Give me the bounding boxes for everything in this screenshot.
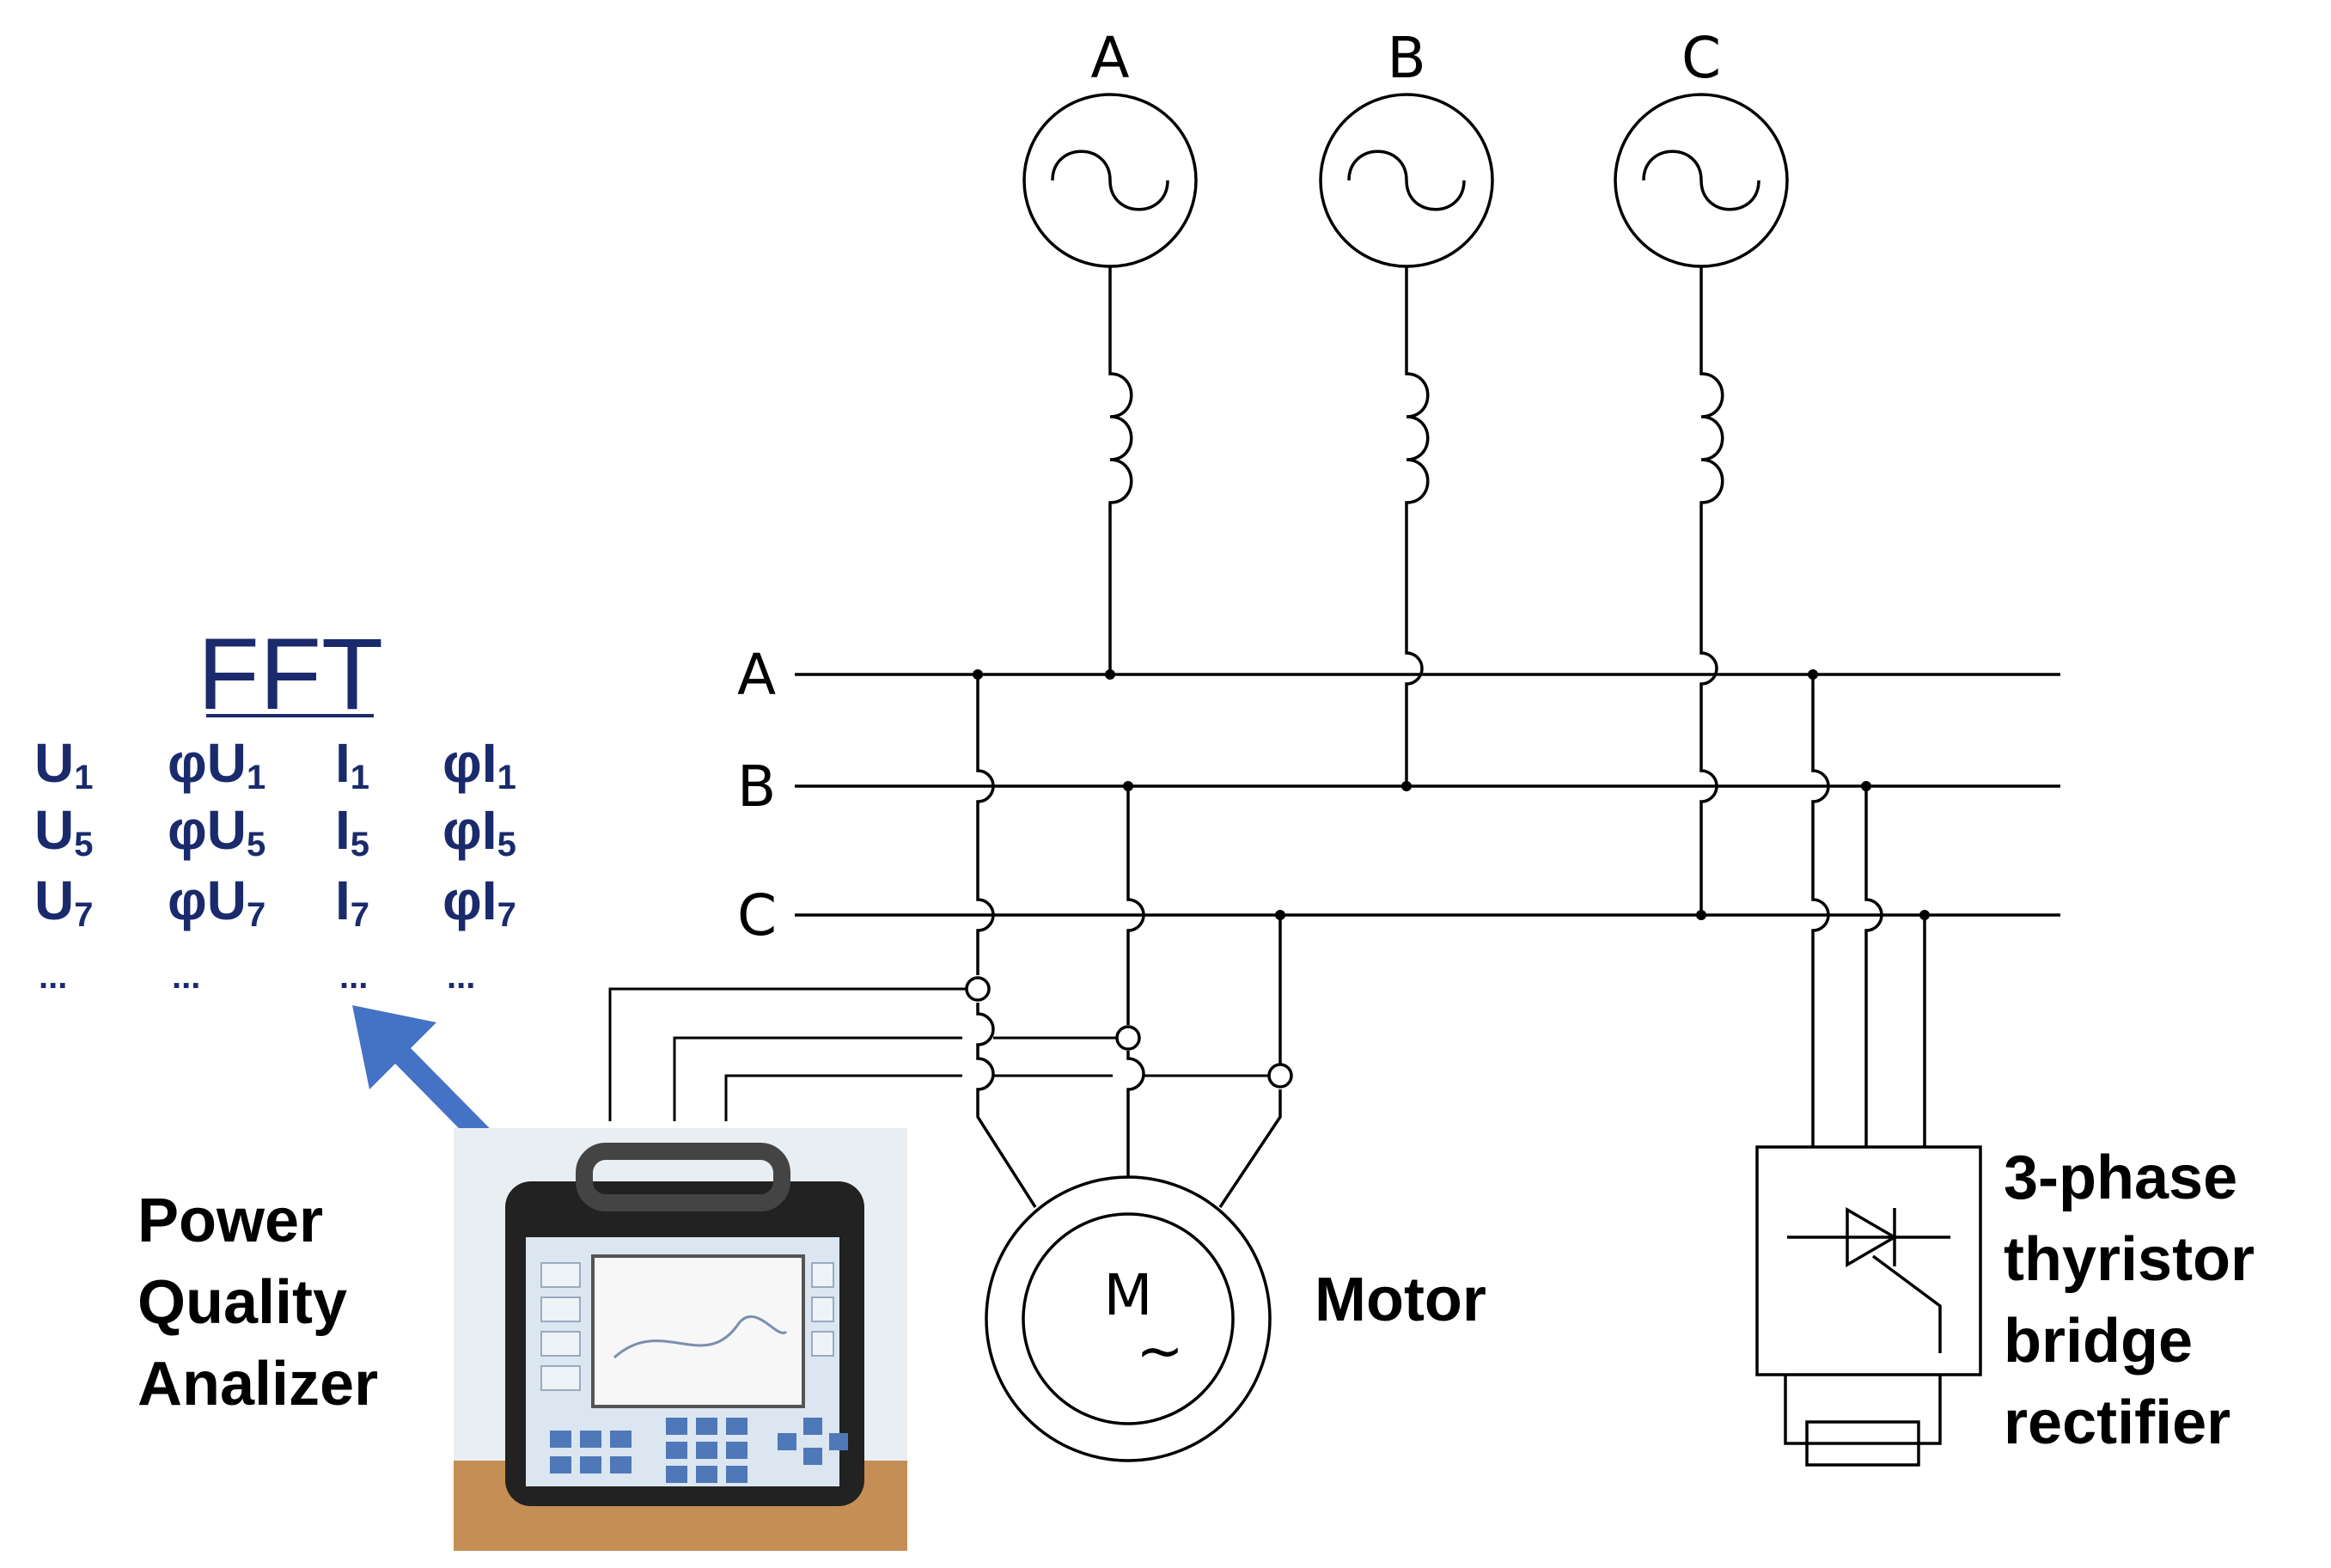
fft-cell: U7 xyxy=(34,869,93,934)
analyzer-label-line-2: Quality xyxy=(137,1268,347,1337)
motor-m-symbol: M xyxy=(1104,1262,1153,1328)
power-quality-analyzer-photo xyxy=(454,1128,907,1551)
thyristor-icon xyxy=(1846,1206,1898,1268)
rectifier-label-line-3: bridge xyxy=(2004,1307,2193,1376)
source-a-label: A xyxy=(1090,25,1129,91)
fft-cell: φU7 xyxy=(168,869,265,934)
source-a: A xyxy=(1022,25,1198,268)
fft-ellipsis: ... xyxy=(447,958,475,996)
source-c-label: C xyxy=(1681,25,1721,91)
rectifier-label: 3-phase thyristor bridge rectifier xyxy=(2004,1144,2255,1457)
fft-cell: U5 xyxy=(34,799,93,863)
motor-feed-b xyxy=(1126,786,1145,1177)
bus-a-label: A xyxy=(737,642,776,708)
source-b-label: B xyxy=(1387,25,1425,91)
source-c: C xyxy=(1614,25,1789,268)
fft-cell: φI7 xyxy=(442,869,516,934)
thyristor-rectifier xyxy=(1755,1145,1982,1467)
rectifier-feed-a xyxy=(1811,674,1830,1147)
fft-ellipsis: ... xyxy=(339,958,368,996)
fft-cell: φU5 xyxy=(168,799,265,863)
bus-c-label: C xyxy=(737,882,777,949)
inductor-a xyxy=(1108,266,1133,674)
fft-cell: U1 xyxy=(34,732,93,796)
motor-label: Motor xyxy=(1315,1266,1486,1334)
motor-feed-a xyxy=(976,674,1037,1208)
fft-cell: φU1 xyxy=(168,732,265,796)
rectifier-feed-b xyxy=(1864,786,1883,1147)
fft-cell: I7 xyxy=(335,869,369,934)
source-b: B xyxy=(1319,25,1494,268)
analyzer-label-line-3: Analizer xyxy=(137,1350,378,1419)
analyzer-label: Power Quality Analizer xyxy=(137,1187,378,1419)
inductor-c xyxy=(1699,266,1724,915)
junction-dots xyxy=(973,669,1930,920)
fft-title: FFT xyxy=(198,618,383,731)
fft-cell: I5 xyxy=(335,799,369,863)
sine-icon xyxy=(1642,149,1760,211)
motor: M ~ xyxy=(985,1175,1272,1462)
tilde-icon: ~ xyxy=(1136,1318,1183,1384)
fft-ellipsis: ... xyxy=(172,958,200,996)
measurement-leads xyxy=(608,987,1269,1121)
inductor-b xyxy=(1405,266,1430,786)
bus-b: B xyxy=(737,753,2060,820)
rectifier-label-line-4: rectifier xyxy=(2004,1388,2230,1457)
bus-b-label: B xyxy=(737,753,776,820)
load-resistor xyxy=(1805,1420,1920,1467)
sine-icon xyxy=(1347,149,1466,211)
fft-ellipsis: ... xyxy=(39,958,67,996)
fft-cell: φI5 xyxy=(442,799,516,863)
fft-cell: I1 xyxy=(335,732,369,796)
bus-c: C xyxy=(737,882,2060,949)
rectifier-label-line-2: thyristor xyxy=(2004,1225,2255,1294)
rectifier-label-line-1: 3-phase xyxy=(2004,1144,2237,1212)
bus-a: A xyxy=(737,642,2060,708)
sine-icon xyxy=(1051,149,1169,211)
analyzer-label-line-1: Power xyxy=(137,1187,323,1255)
fft-cell: φI1 xyxy=(442,732,516,796)
motor-feed-c xyxy=(1218,915,1282,1208)
